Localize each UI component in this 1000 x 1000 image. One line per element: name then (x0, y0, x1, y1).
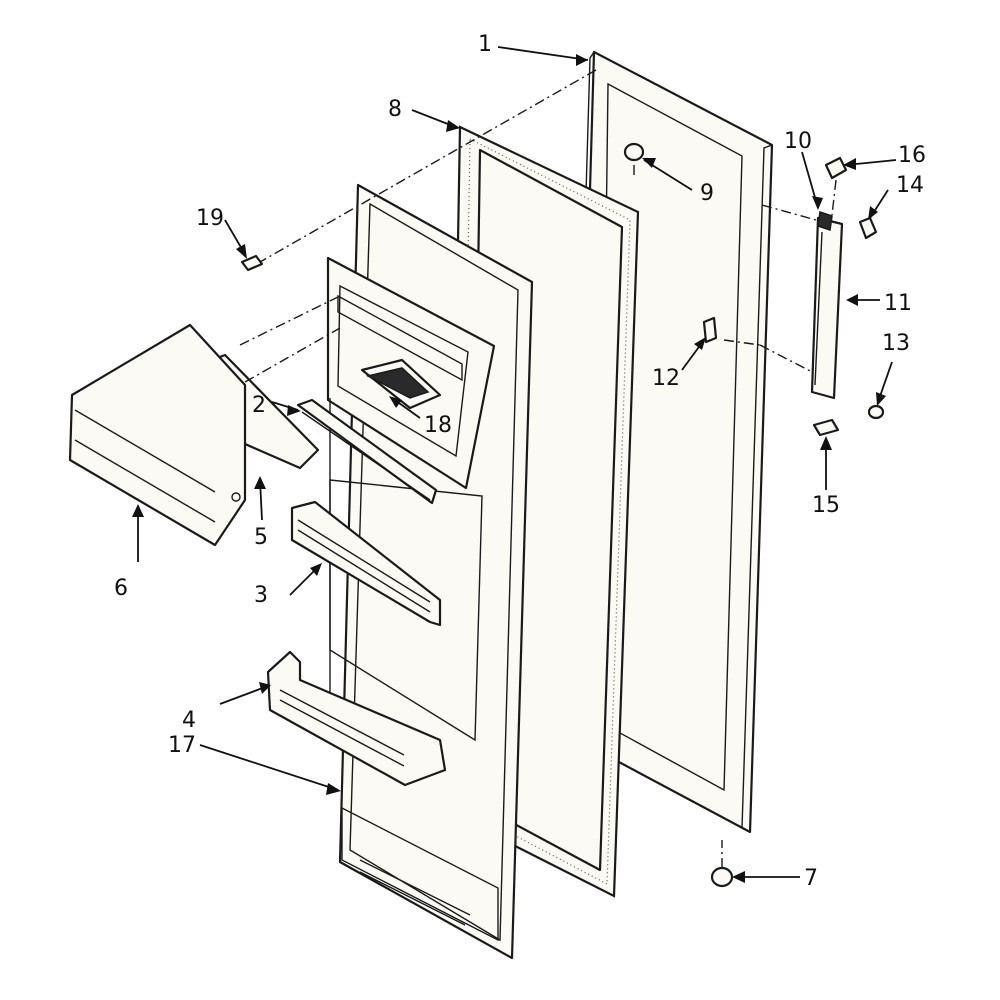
bushing-15 (812, 418, 840, 437)
callout-4: 4 (182, 708, 196, 733)
callout-8: 8 (388, 97, 402, 122)
callout-2: 2 (252, 393, 266, 418)
callout-3: 3 (254, 583, 268, 608)
callout-18: 18 (424, 413, 452, 438)
callout-17: 17 (168, 733, 196, 758)
callout-6: 6 (114, 576, 128, 601)
leader-lines (132, 46, 897, 883)
hinge-pin-16 (824, 156, 848, 180)
callout-1: 1 (478, 32, 492, 57)
spacer-14 (858, 216, 878, 240)
upper-door-shelf (290, 500, 442, 627)
callout-19: 19 (196, 206, 224, 231)
screw-19 (240, 254, 264, 272)
hinge-bracket (810, 211, 844, 400)
callout-7: 7 (804, 866, 818, 891)
callout-9: 9 (700, 181, 714, 206)
callout-14: 14 (896, 173, 924, 198)
washer-7 (710, 866, 734, 888)
callout-16: 16 (898, 143, 926, 168)
callout-labels: 1 2 3 4 5 6 7 8 9 10 11 12 13 14 15 16 1… (114, 32, 926, 891)
callout-10: 10 (784, 129, 812, 154)
callout-12: 12 (652, 366, 680, 391)
callout-15: 15 (812, 493, 840, 518)
callout-11: 11 (884, 291, 912, 316)
dispenser-paddle (360, 358, 442, 410)
lower-door-shelf (266, 650, 447, 787)
trim-strip (296, 398, 438, 505)
callout-13: 13 (882, 331, 910, 356)
alignment-lines (239, 69, 837, 868)
plug-9 (623, 142, 645, 162)
screw-13 (867, 404, 885, 420)
callout-5: 5 (254, 525, 268, 550)
clip-12 (702, 316, 718, 344)
dispenser-front-panel (68, 323, 247, 547)
